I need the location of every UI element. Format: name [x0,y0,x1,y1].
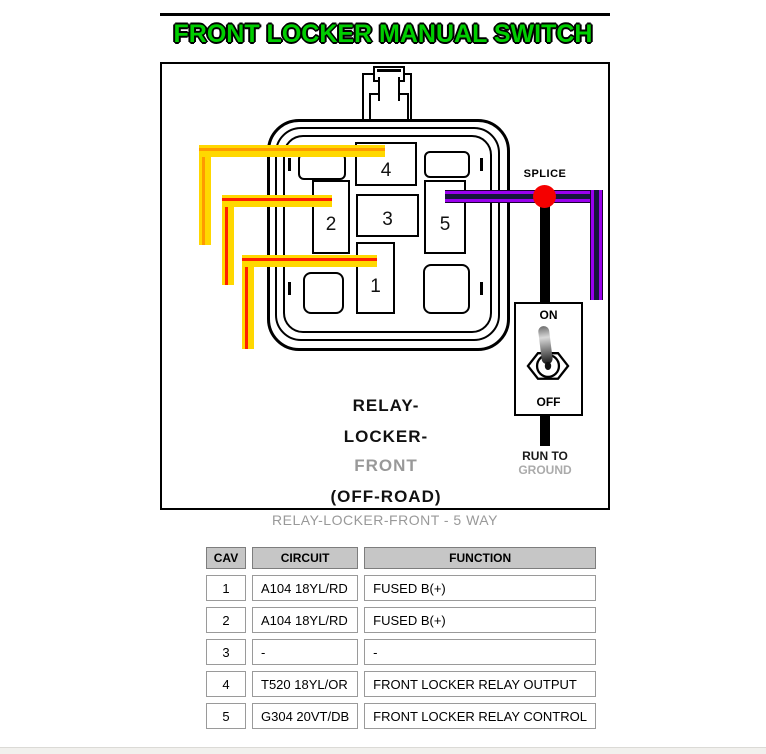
pin-table-cell-function: FRONT LOCKER RELAY OUTPUT [364,671,597,697]
pin-table-cell-circuit: A104 18YL/RD [252,607,359,633]
switch-on-label: ON [539,308,558,322]
connector-outline-inner [283,135,492,333]
wire-cavity5-violet-vertical [590,190,603,300]
cavity-4-label: 4 [380,160,392,181]
pin-table-cell-function: FUSED B(+) [364,575,597,601]
wire-cavity4-yellow-orange-vertical [199,145,211,245]
wire-cavity2-yellow-red-vertical [222,195,234,285]
pin-table-cell-circuit: G304 20VT/DB [252,703,359,729]
connector-latch-cap-detail [377,69,401,72]
pin-table-cell-circuit: A104 18YL/RD [252,575,359,601]
cavity-2-label: 2 [325,214,337,235]
toggle-switch-icon [526,326,570,380]
ground-label-line2: GROUND [518,463,572,477]
cavity-3: 3 [356,194,419,237]
wire-cavity5-violet-horizontal [445,190,603,203]
pin-table-cell-circuit: - [252,639,359,665]
wire-cavity1-yellow-red-horizontal [242,255,377,267]
connector-key-rib [480,158,483,171]
connector-outline-middle [275,127,500,341]
pin-table-cell-cav: 5 [206,703,246,729]
cavity-3-label: 3 [382,209,393,230]
footer-strip [0,747,766,754]
pin-table-row: 1 A104 18YL/RD FUSED B(+) [206,575,597,601]
pin-table-cell-cav: 4 [206,671,246,697]
connector-key-rib [288,158,291,171]
cavity-slot-top-right [424,151,470,178]
cavity-slot-top-left [298,153,346,180]
pin-table-cell-cav: 1 [206,575,246,601]
switch-off-label: OFF [536,395,561,409]
cavity-2: 2 [312,180,350,254]
connector-caption-line2: LOCKER- [343,427,429,446]
toggle-switch-box: ON OFF [514,302,583,416]
wire-cavity1-yellow-red-vertical [242,255,254,349]
pin-table-cell-function: - [364,639,597,665]
wiring-diagram-panel: 4 2 3 5 1 SPLICE ON [160,62,610,510]
pin-table-cell-circuit: T520 18YL/OR [252,671,359,697]
pin-table-header-function: FUNCTION [364,547,597,569]
connector-caption-line3: FRONT [354,456,418,475]
page-title: FRONT LOCKER MANUAL SWITCH [173,20,593,48]
splice-dot [533,185,556,208]
cavity-slot-bottom-left [303,272,344,314]
pin-table-header-cav: CAV [206,547,246,569]
connector-key-rib [480,282,483,295]
connector-caption-line4: (OFF-ROAD) [330,487,442,506]
connector-key-rib [288,282,291,295]
wire-splice-to-switch-black [540,198,550,304]
cavity-5-label: 5 [439,214,451,235]
pin-table-header-row: CAV CIRCUIT FUNCTION [206,547,597,569]
wire-cavity4-yellow-orange-horizontal [199,145,385,157]
pin-table-cell-cav: 3 [206,639,246,665]
pin-table-row: 5 G304 20VT/DB FRONT LOCKER RELAY CONTRO… [206,703,597,729]
connector-latch-stem [378,77,400,101]
cavity-1-label: 1 [370,276,381,297]
splice-label: SPLICE [523,168,567,180]
pin-table-row: 2 A104 18YL/RD FUSED B(+) [206,607,597,633]
pin-table-header-circuit: CIRCUIT [252,547,359,569]
diagram-subtitle: RELAY-LOCKER-FRONT - 5 WAY [272,512,498,528]
ground-label-line1: RUN TO [522,449,568,463]
pin-table-grid: CAV CIRCUIT FUNCTION 1 A104 18YL/RD FUSE… [200,541,602,735]
pin-table-cell-function: FRONT LOCKER RELAY CONTROL [364,703,597,729]
cavity-slot-bottom-right [423,264,470,314]
connector-caption-line1: RELAY- [352,396,420,415]
cavity-1: 1 [356,242,395,314]
pin-table: CAV CIRCUIT FUNCTION 1 A104 18YL/RD FUSE… [200,541,602,735]
title-top-rule [160,13,610,16]
pin-table-row: 4 T520 18YL/OR FRONT LOCKER RELAY OUTPUT [206,671,597,697]
wire-switch-to-ground-black [540,410,550,446]
pin-table-cell-function: FUSED B(+) [364,607,597,633]
pin-table-row: 3 - - [206,639,597,665]
pin-table-cell-cav: 2 [206,607,246,633]
wire-cavity2-yellow-red-horizontal [222,195,332,207]
